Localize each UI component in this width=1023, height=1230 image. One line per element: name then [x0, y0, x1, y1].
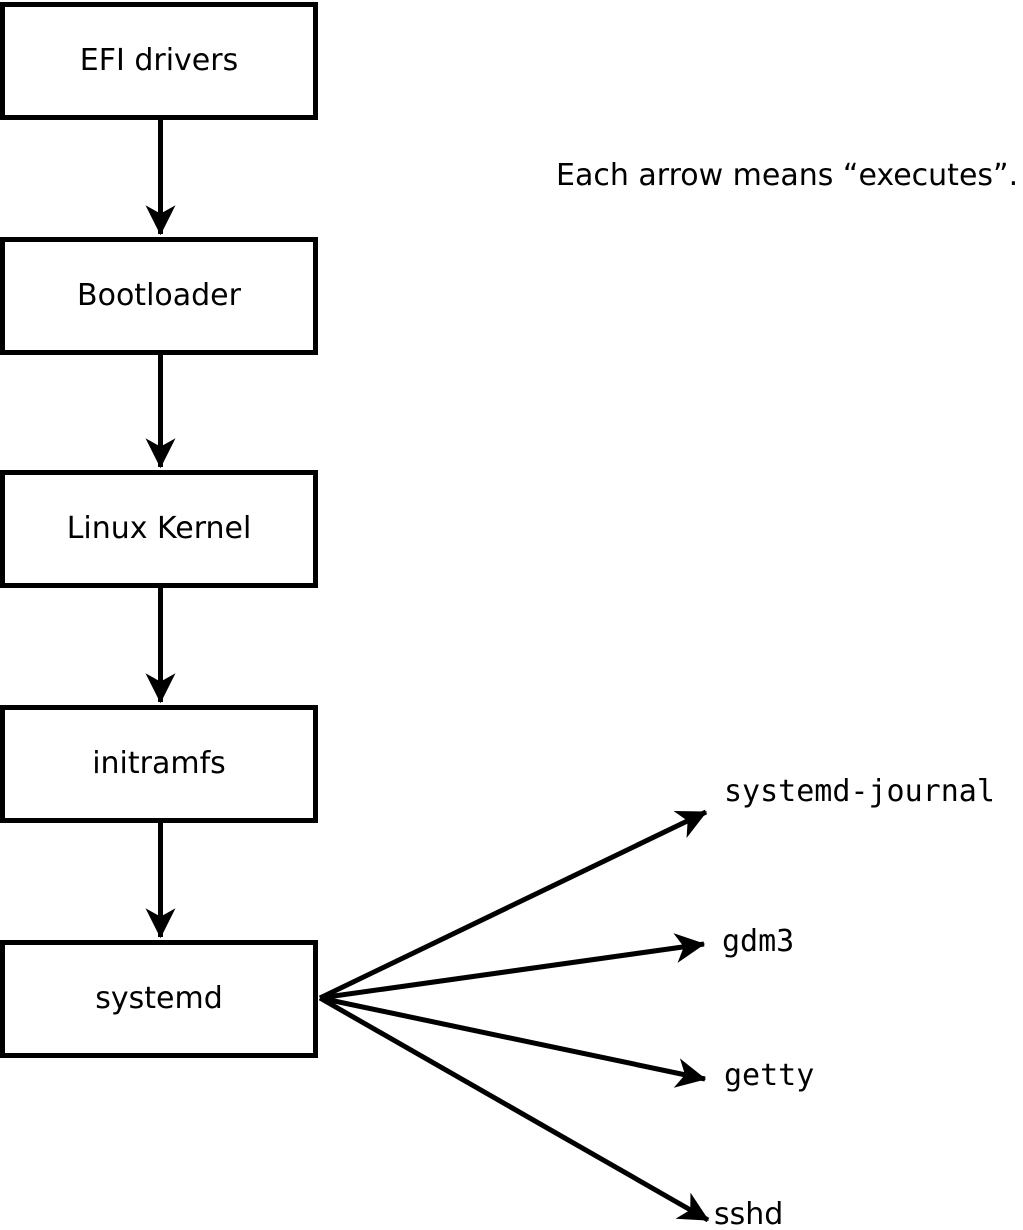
node-systemd-label: systemd: [95, 981, 223, 1016]
node-linux-kernel-label: Linux Kernel: [66, 511, 252, 546]
arrow-meaning-note: Each arrow means “executes”.: [556, 157, 1019, 193]
arrow-systemd-to-sshd: [318, 995, 710, 1223]
arrow-systemd-to-getty: [319, 995, 707, 1088]
node-initramfs-label: initramfs: [92, 746, 226, 781]
node-bootloader-label: Bootloader: [77, 278, 241, 313]
node-efi-drivers-label: EFI drivers: [79, 43, 239, 78]
arrow-systemd-to-journal: [318, 809, 708, 1001]
process-label-systemd-journal: systemd-journal: [724, 773, 995, 809]
node-linux-kernel: Linux Kernel: [0, 470, 318, 588]
node-efi-drivers: EFI drivers: [0, 2, 318, 120]
node-bootloader: Bootloader: [0, 237, 318, 355]
process-label-gdm3: gdm3: [722, 923, 795, 959]
process-label-getty: getty: [724, 1057, 815, 1093]
arrow-systemd-to-gdm3: [319, 933, 706, 1001]
node-initramfs: initramfs: [0, 705, 318, 823]
node-systemd: systemd: [0, 940, 318, 1058]
process-label-sshd: sshd: [714, 1196, 784, 1230]
